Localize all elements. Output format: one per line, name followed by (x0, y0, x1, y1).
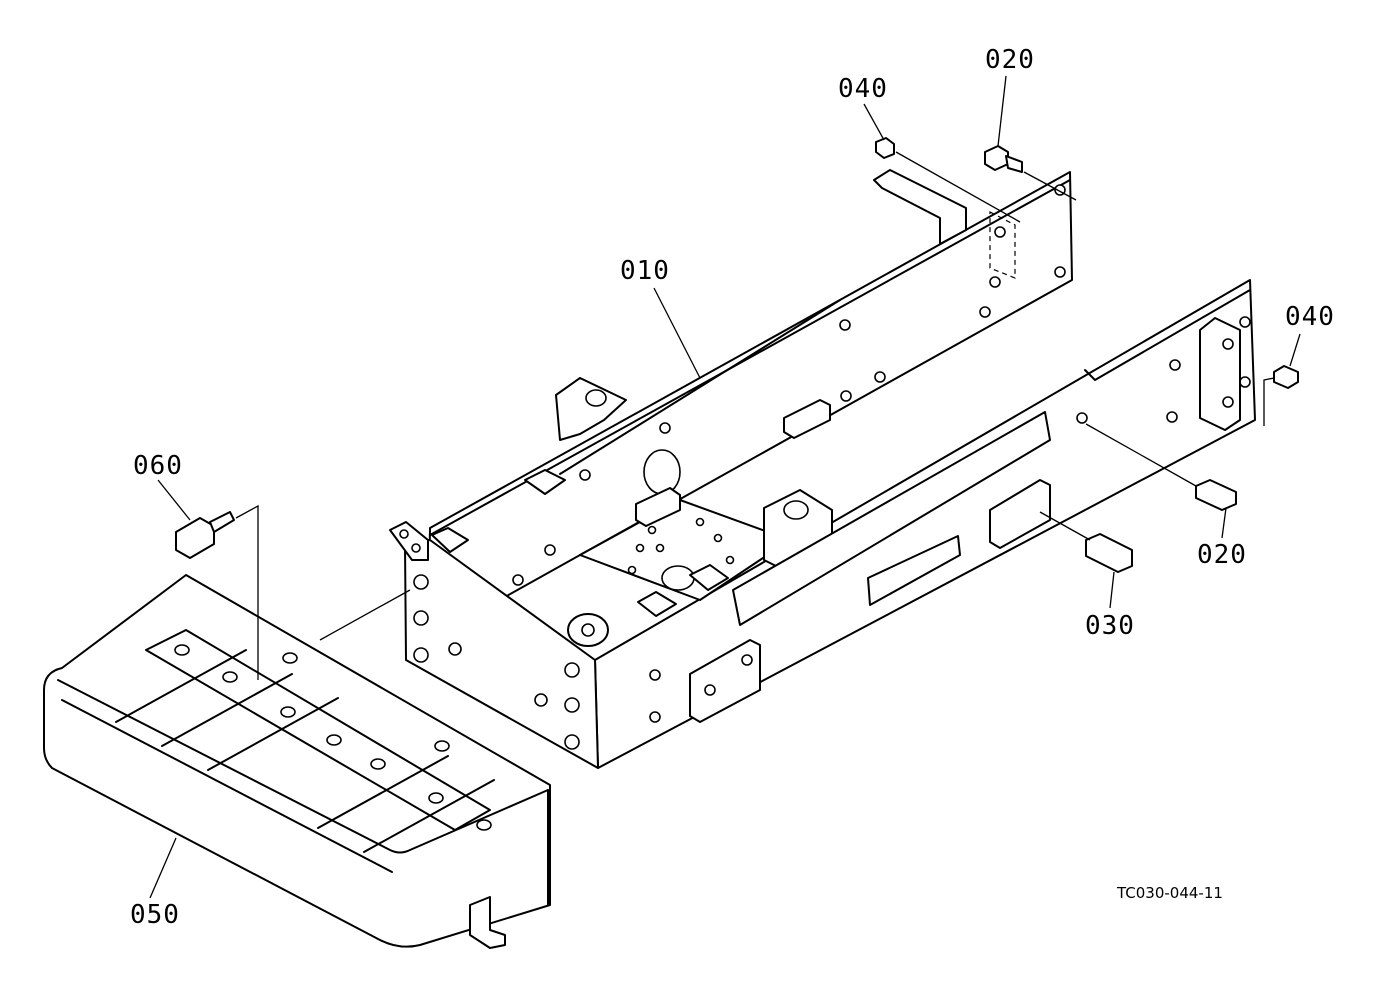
label-020-right: 020 (1197, 540, 1247, 570)
label-040-right: 040 (1285, 302, 1335, 332)
bolt-020-top (984, 145, 1023, 173)
main-frame-010 (389, 169, 1256, 769)
label-050: 050 (130, 900, 180, 930)
front-bumper-050 (43, 574, 551, 949)
bolt-030 (1085, 533, 1133, 573)
label-040-top: 040 (838, 74, 888, 104)
nut-040-top (875, 137, 895, 159)
bolt-020-right (1195, 479, 1237, 511)
drawing-code: TC030-044-11 (1117, 884, 1223, 902)
leader-lines (149, 75, 1301, 899)
assembly-guide-lines (235, 151, 1275, 680)
bolt-060 (175, 511, 235, 559)
label-020-top: 020 (985, 45, 1035, 75)
nut-040-right (1273, 365, 1299, 389)
label-060: 060 (133, 451, 183, 481)
label-030: 030 (1085, 611, 1135, 641)
label-010: 010 (620, 256, 670, 286)
